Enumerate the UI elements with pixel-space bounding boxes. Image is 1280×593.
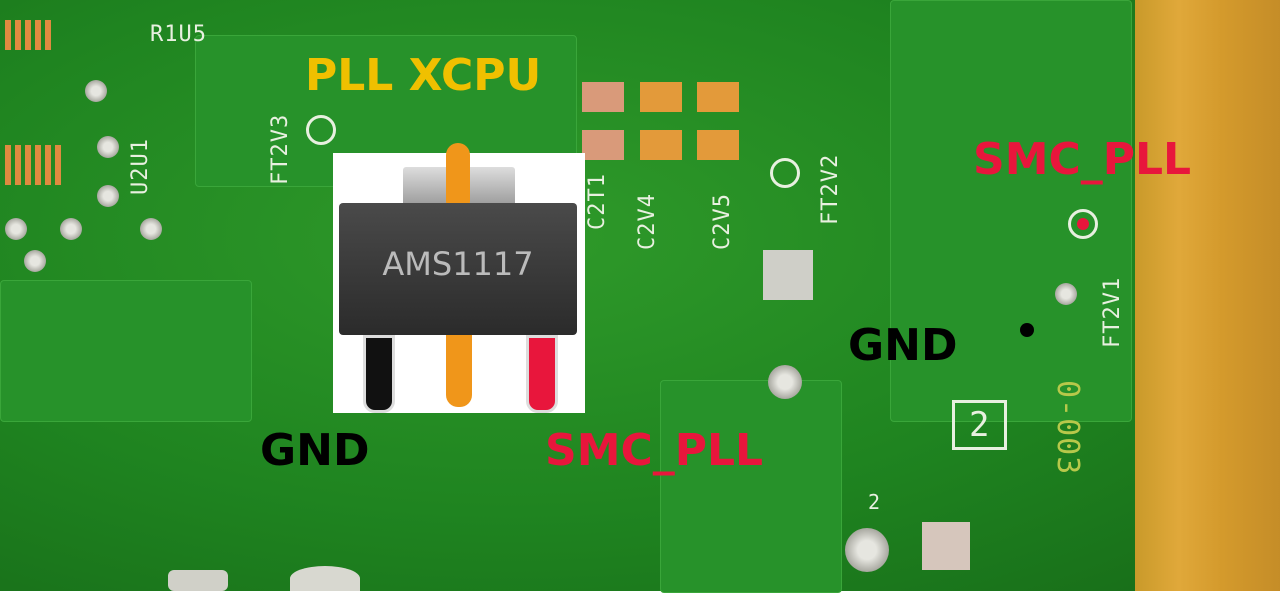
smc-pll-point-marker xyxy=(1077,218,1089,230)
square-pad xyxy=(763,250,813,300)
silk-r1u5: R1U5 xyxy=(150,22,207,47)
silk-ft2v2: FT2V2 xyxy=(818,153,843,225)
via xyxy=(1055,283,1077,305)
pad xyxy=(640,82,682,112)
label-gnd-chip: GND xyxy=(260,425,370,476)
pin-lead-center xyxy=(446,335,472,407)
chip-body: AMS1117 xyxy=(339,203,577,335)
silk-c2v4: C2V4 xyxy=(635,193,660,250)
via xyxy=(140,218,162,240)
test-point-ft2v1 xyxy=(1068,209,1098,239)
pad xyxy=(582,82,624,112)
pad xyxy=(697,82,739,112)
silk-u2u1: U2U1 xyxy=(128,138,153,195)
gold-edge-strip xyxy=(1135,0,1280,591)
test-point-ft2v2 xyxy=(770,158,800,188)
silk-ft2v1: FT2V1 xyxy=(1100,276,1125,348)
via xyxy=(845,528,889,572)
pin-lead-gnd xyxy=(363,335,395,413)
pad-row xyxy=(5,20,55,50)
component xyxy=(290,566,360,591)
silk-ft2v3: FT2V3 xyxy=(268,113,293,185)
pad xyxy=(582,130,624,160)
via xyxy=(5,218,27,240)
ams1117-chip-diagram: AMS1117 xyxy=(333,143,585,413)
gnd-point-marker xyxy=(1020,323,1034,337)
label-gnd-board: GND xyxy=(848,320,958,371)
silk-0-003: 0-003 xyxy=(1050,380,1085,476)
via xyxy=(768,365,802,399)
label-smc-pll-chip: SMC_PLL xyxy=(545,425,764,476)
pin-lead-top xyxy=(446,143,470,213)
via xyxy=(97,136,119,158)
label-smc-pll-board: SMC_PLL xyxy=(973,134,1192,185)
pad xyxy=(640,130,682,160)
via xyxy=(85,80,107,102)
square-pad xyxy=(922,522,970,570)
pin-lead-smc-pll xyxy=(526,335,558,413)
silk-c2v5: C2V5 xyxy=(710,193,735,250)
via xyxy=(24,250,46,272)
component xyxy=(168,570,228,591)
silk-box-2: 2 xyxy=(952,400,1008,450)
chip-part-number: AMS1117 xyxy=(382,245,534,283)
via xyxy=(97,185,119,207)
label-pll-xcpu: PLL XCPU xyxy=(305,50,542,101)
pad xyxy=(697,130,739,160)
silk-2: 2 xyxy=(868,490,882,514)
via xyxy=(60,218,82,240)
test-point-ft2v3 xyxy=(306,115,336,145)
silk-c2t1: C2T1 xyxy=(585,173,610,230)
copper-plane xyxy=(660,380,842,593)
pad-row xyxy=(5,145,65,185)
copper-plane xyxy=(0,280,252,422)
